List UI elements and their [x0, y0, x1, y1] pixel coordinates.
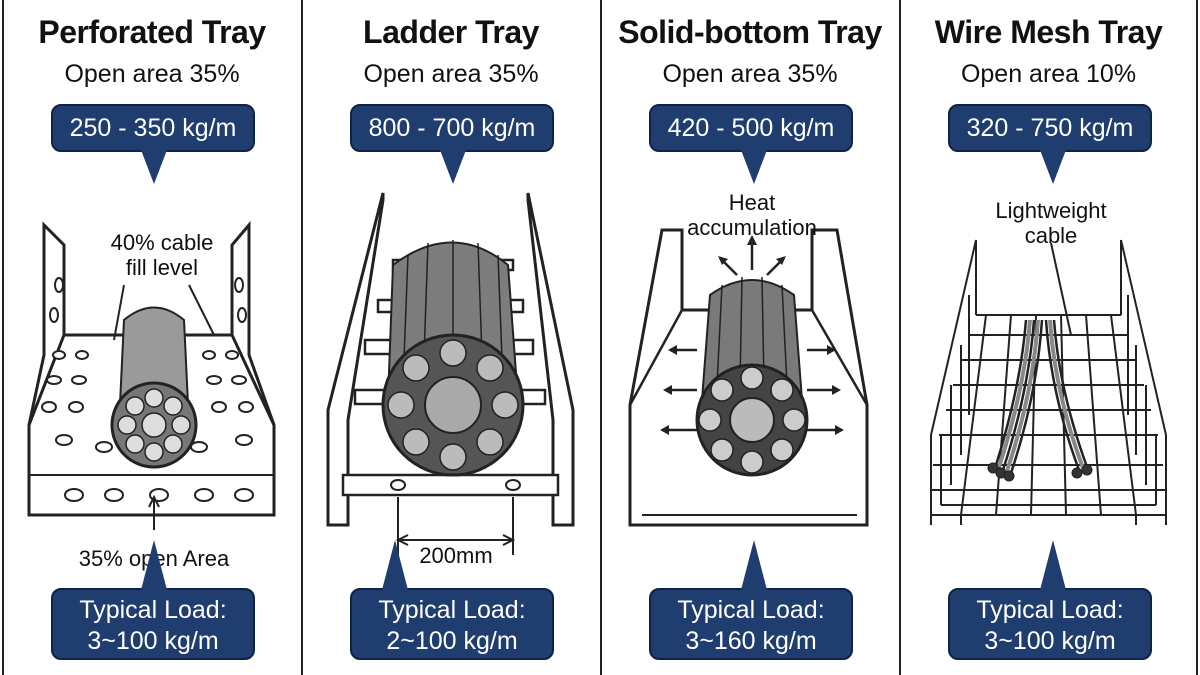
typical-load-badge: Typical Load: 2~100 kg/m [350, 588, 554, 660]
open-area-text: Open area 10% [901, 60, 1196, 89]
rung-spacing-label: 200mm [401, 543, 511, 568]
panel-title: Ladder Tray [303, 14, 599, 51]
typical-load-value: 3~160 kg/m [651, 626, 851, 657]
ladder-tray-illustration [303, 185, 599, 565]
typical-load-label: Typical Load: [53, 595, 253, 626]
open-area-text: Open area 35% [602, 60, 898, 89]
fill-level-line1: 40% cable [111, 230, 214, 255]
typical-load-label: Typical Load: [651, 595, 851, 626]
heat-line2: accumulation [687, 215, 817, 240]
typical-load-label: Typical Load: [950, 595, 1150, 626]
cable-line2: cable [1025, 223, 1078, 248]
load-range-badge: 250 - 350 kg/m [51, 104, 255, 152]
heat-accumulation-label: Heat accumulation [662, 190, 842, 240]
fill-level-line2: fill level [126, 255, 198, 280]
open-area-text: Open area 35% [4, 60, 300, 89]
typical-load-value: 3~100 kg/m [950, 626, 1150, 657]
typical-load-badge: Typical Load: 3~100 kg/m [51, 588, 255, 660]
load-range-badge: 320 - 750 kg/m [948, 104, 1152, 152]
panel-perforated-tray: Perforated Tray Open area 35% 250 - 350 … [2, 0, 300, 675]
fill-level-label: 40% cable fill level [92, 230, 232, 280]
panel-title: Solid-bottom Tray [602, 14, 898, 51]
heat-line1: Heat [729, 190, 775, 215]
cable-line1: Lightweight [995, 198, 1106, 223]
load-range-badge: 420 - 500 kg/m [649, 104, 853, 152]
typical-load-badge: Typical Load: 3~160 kg/m [649, 588, 853, 660]
panel-title: Wire Mesh Tray [901, 14, 1196, 51]
panel-solid-bottom-tray: Solid-bottom Tray Open area 35% 420 - 50… [600, 0, 898, 675]
solid-bottom-tray-illustration [602, 185, 898, 565]
panel-ladder-tray: Ladder Tray Open area 35% 800 - 700 kg/m [301, 0, 599, 675]
typical-load-badge: Typical Load: 3~100 kg/m [948, 588, 1152, 660]
panel-title: Perforated Tray [4, 14, 300, 51]
typical-load-value: 3~100 kg/m [53, 626, 253, 657]
lightweight-cable-label: Lightweight cable [971, 198, 1131, 248]
load-range-badge: 800 - 700 kg/m [350, 104, 554, 152]
typical-load-value: 2~100 kg/m [352, 626, 552, 657]
panel-wire-mesh-tray: Wire Mesh Tray Open area 10% 320 - 750 k… [899, 0, 1198, 675]
open-area-text: Open area 35% [303, 60, 599, 89]
typical-load-label: Typical Load: [352, 595, 552, 626]
